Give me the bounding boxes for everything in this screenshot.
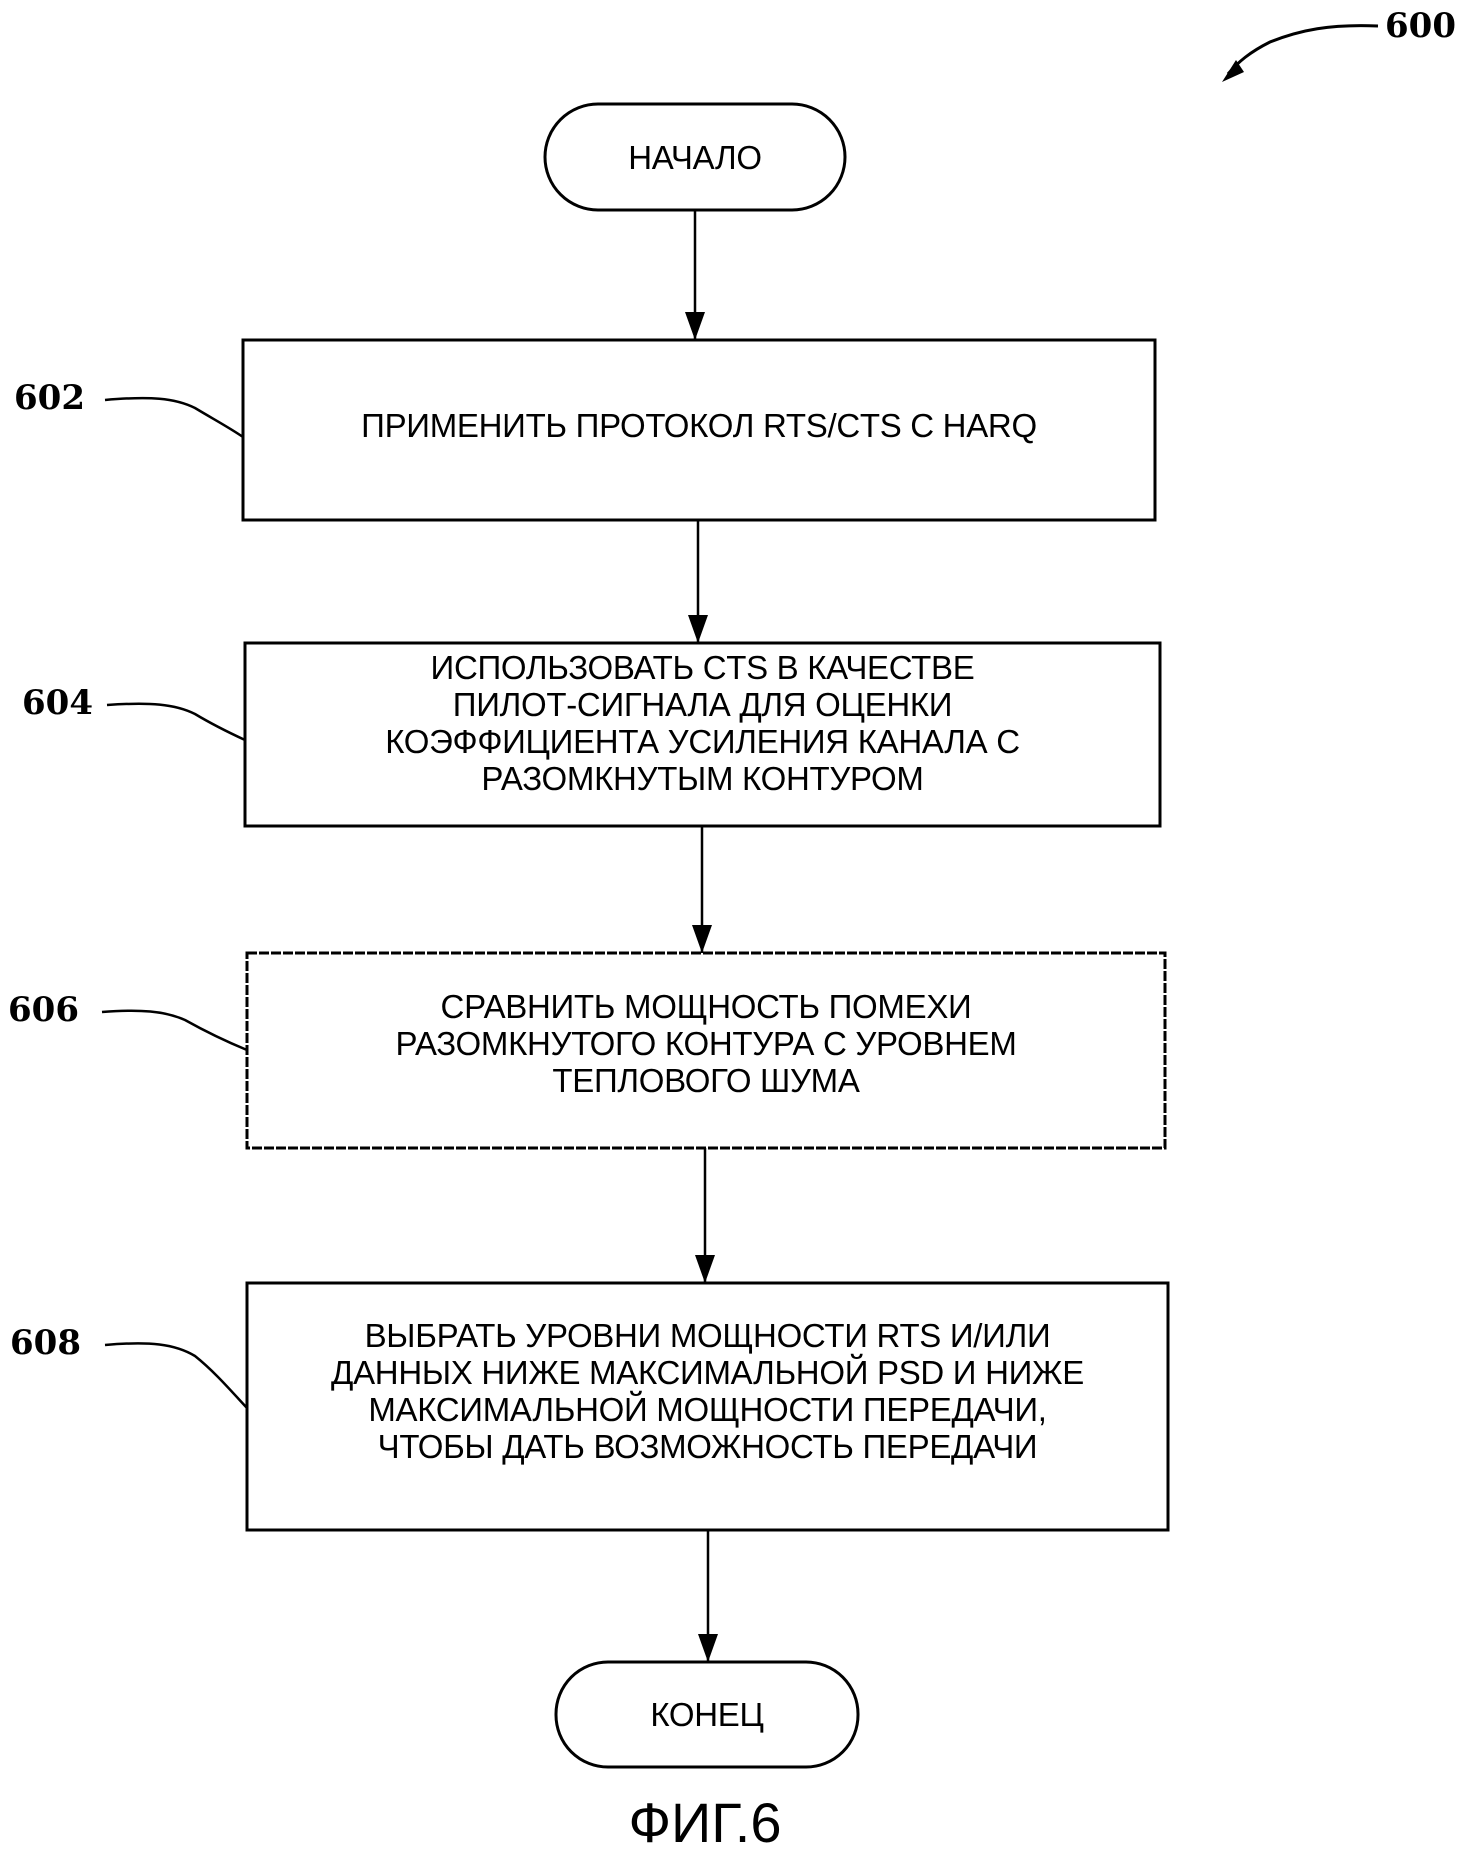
figure-reference-number: 600 — [1385, 6, 1456, 46]
arrowhead-icon — [698, 1634, 718, 1662]
process-box-608 — [245, 1281, 1170, 1532]
leader-line-604 — [106, 702, 246, 742]
figure-ref-arrowhead-icon — [1222, 60, 1244, 82]
step-text-606: СРАВНИТЬ МОЩНОСТЬ ПОМЕХИ РАЗОМКНУТОГО КО… — [247, 953, 1165, 1133]
step-602-text: ПРИМЕНИТЬ ПРОТОКОЛ RTS/CTS С HARQ — [361, 406, 1037, 444]
process-box-606 — [245, 951, 1167, 1150]
arrowhead-icon — [685, 312, 705, 340]
end-text: КОНЕЦ — [650, 1696, 764, 1733]
step-ref-608: 608 — [10, 1323, 81, 1363]
step-text-602: ПРИМЕНИТЬ ПРОТОКОЛ RTS/CTS С HARQ — [243, 340, 1155, 510]
figure-caption: ФИГ.6 — [628, 1791, 782, 1854]
step-ref-602: 602 — [14, 378, 85, 418]
step-text-604: ИСПОЛЬЗОВАТЬ CTS В КАЧЕСТВЕ ПИЛОТ-СИГНАЛ… — [245, 643, 1160, 803]
step-text-608: ВЫБРАТЬ УРОВНИ МОЩНОСТИ RTS И/ИЛИ ДАННЫХ… — [247, 1283, 1168, 1498]
start-label: НАЧАЛО — [545, 104, 845, 210]
step-606-text: СРАВНИТЬ МОЩНОСТЬ ПОМЕХИ РАЗОМКНУТОГО КО… — [395, 987, 1017, 1099]
leader-line-606 — [101, 1009, 248, 1052]
process-box-602 — [241, 338, 1157, 522]
step-604-text: ИСПОЛЬЗОВАТЬ CTS В КАЧЕСТВЕ ПИЛОТ-СИГНАЛ… — [385, 649, 1020, 797]
leader-line-608 — [104, 1342, 248, 1409]
step-ref-606: 606 — [8, 990, 79, 1030]
step-608-text: ВЫБРАТЬ УРОВНИ МОЩНОСТИ RTS И/ИЛИ ДАННЫХ… — [331, 1316, 1084, 1465]
end-label: КОНЕЦ — [556, 1662, 858, 1767]
step-ref-604: 604 — [22, 683, 93, 723]
arrowhead-icon — [695, 1255, 715, 1283]
process-box-604 — [243, 641, 1162, 828]
end-terminal — [554, 1660, 860, 1769]
figure-ref-pointer — [1226, 24, 1379, 75]
start-text: НАЧАЛО — [628, 138, 762, 176]
leader-line-602 — [104, 396, 244, 439]
arrowhead-icon — [692, 925, 712, 953]
arrowhead-icon — [688, 615, 708, 643]
